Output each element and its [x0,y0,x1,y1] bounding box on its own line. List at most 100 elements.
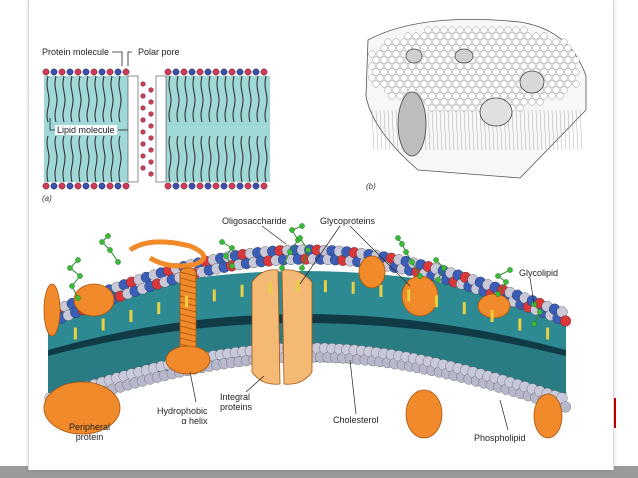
leader-cholesterol [349,359,357,415]
lipid-tail [208,135,212,183]
sugar-bead [395,235,401,241]
lipid-tail [110,135,114,183]
head-sphere [380,68,388,76]
pore-left-edge [127,75,139,183]
cholesterol [546,327,550,340]
tail-strand [555,109,559,151]
head-sphere [380,56,388,64]
head-sphere [512,26,520,34]
head-sphere [384,62,392,70]
lipid-head [196,182,204,190]
head-sphere [380,80,388,88]
head-sphere [448,98,456,106]
head-sphere [476,68,484,76]
lipid-tail [256,75,260,123]
lipid-head [90,68,98,76]
head-sphere [512,74,520,82]
lipid-head [180,68,188,76]
head-sphere [412,80,420,88]
pore-head [140,165,146,171]
tail-strand [471,109,475,151]
lipid-tail [176,75,180,123]
pore-head [140,93,146,99]
head-sphere [460,80,468,88]
head-sphere [484,68,492,76]
lipid-head [90,182,98,190]
lipid-head [82,182,90,190]
leader-integral [245,375,265,393]
pore-head [140,153,146,159]
pore-head [148,147,154,153]
lipid-head [82,68,90,76]
head-sphere [448,50,456,58]
head-sphere [460,68,468,76]
helix-stripe [179,271,197,277]
head-sphere [492,80,500,88]
lipid-head [220,182,228,190]
lipid-tail [118,75,122,123]
head-sphere [404,32,412,40]
head-sphere [444,32,452,40]
head-sphere [572,80,580,88]
head-sphere [496,38,504,46]
sugar-bead [435,277,441,283]
tail-strand [447,109,451,151]
label-peripheral-protein: Peripheral protein [69,422,111,442]
cholesterol [351,281,355,294]
pore-head [140,141,146,147]
lipid-head [244,182,252,190]
lipid-tail [208,75,212,123]
helix-stripe [179,307,197,313]
head-sphere [464,74,472,82]
tail-strand [451,109,455,151]
head-sphere [540,92,548,100]
sugar-bead [105,233,111,239]
head-sphere [536,98,544,106]
lipid-tail [192,135,196,183]
head-sphere [436,68,444,76]
head-sphere [492,68,500,76]
pore-right-edge [155,75,167,183]
head-sphere [392,62,400,70]
lipid-head [212,182,220,190]
lipid-tail [102,75,106,123]
head-sphere [484,56,492,64]
lipid-tail [176,135,180,183]
head-sphere [520,38,528,46]
head-sphere [368,62,376,70]
head-sphere [440,62,448,70]
lipid-head [164,182,172,190]
lipid-tail [184,135,188,183]
tail-strand [387,109,391,151]
head-sphere [392,86,400,94]
head-sphere [488,38,496,46]
head-sphere [476,32,484,40]
tail-strand [371,109,375,151]
cholesterol [185,295,188,308]
pore-head [148,111,154,117]
head-sphere [500,92,508,100]
head-sphere [532,56,540,64]
sugar-bead [409,259,415,265]
lipid-tail [70,135,74,183]
head-sphere [400,86,408,94]
head-sphere [472,98,480,106]
head-sphere [376,50,384,58]
peripheral-protein [43,381,121,435]
sugar-bead [403,249,409,255]
cholesterol [323,280,327,293]
lipid-head [114,68,122,76]
sugar-bead [229,245,235,251]
lipid-head [50,182,58,190]
head-sphere [428,32,436,40]
head-sphere [444,68,452,76]
lipid-head [260,68,268,76]
pore-head [148,99,154,105]
tail-strand [475,109,479,151]
head-sphere [532,44,540,52]
tail-strand [527,109,531,151]
helix-stripe [179,283,197,289]
head-sphere [440,26,448,34]
lipid-tail [248,135,252,183]
tail-strand [431,109,435,151]
